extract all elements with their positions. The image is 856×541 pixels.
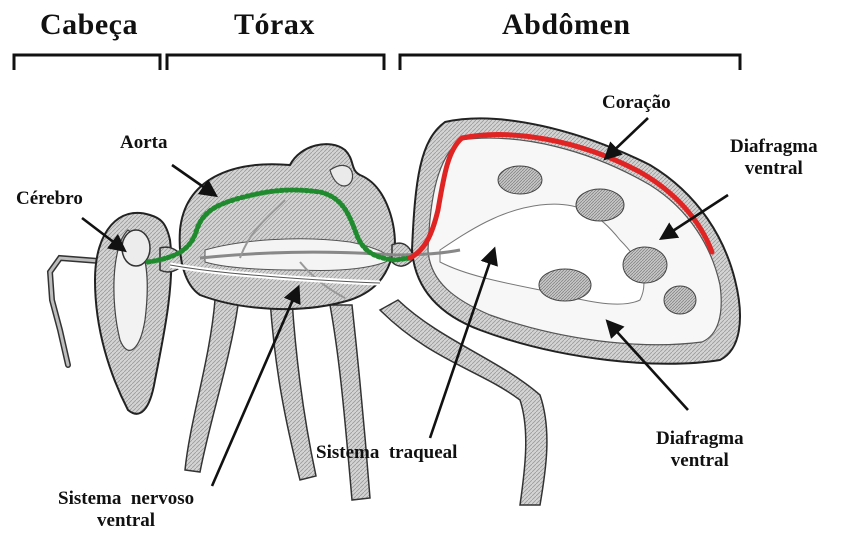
nervous-system-label-line2: ventral [58,510,194,532]
ventral-diaphragm-label-line2: ventral [656,450,744,472]
abdomen-bracket [400,55,740,70]
section-abdomen-label: Abdômen [502,8,631,42]
brain-label: Cérebro [16,188,83,210]
section-thorax-label: Tórax [234,8,315,42]
nervous-system-label: Sistema nervoso ventral [58,488,194,532]
dorsal-diaphragm-label-line1: Diafragma [730,136,818,158]
tracheal-system-label: Sistema traqueal [316,442,457,464]
ventral-diaphragm-label: Diafragma ventral [656,428,744,472]
nervous-system-label-line1: Sistema nervoso [58,488,194,510]
arrow-heart [606,118,648,158]
section-head-label: Cabeça [40,8,138,42]
aorta-label: Aorta [120,132,167,154]
dorsal-diaphragm-label: Diafragma ventral [730,136,818,180]
heart-label: Coração [602,92,671,114]
ventral-diaphragm-label-line1: Diafragma [656,428,744,450]
dorsal-diaphragm-label-line2: ventral [730,158,818,180]
head-bracket [14,55,160,70]
thorax-bracket [167,55,384,70]
brain [122,230,150,266]
